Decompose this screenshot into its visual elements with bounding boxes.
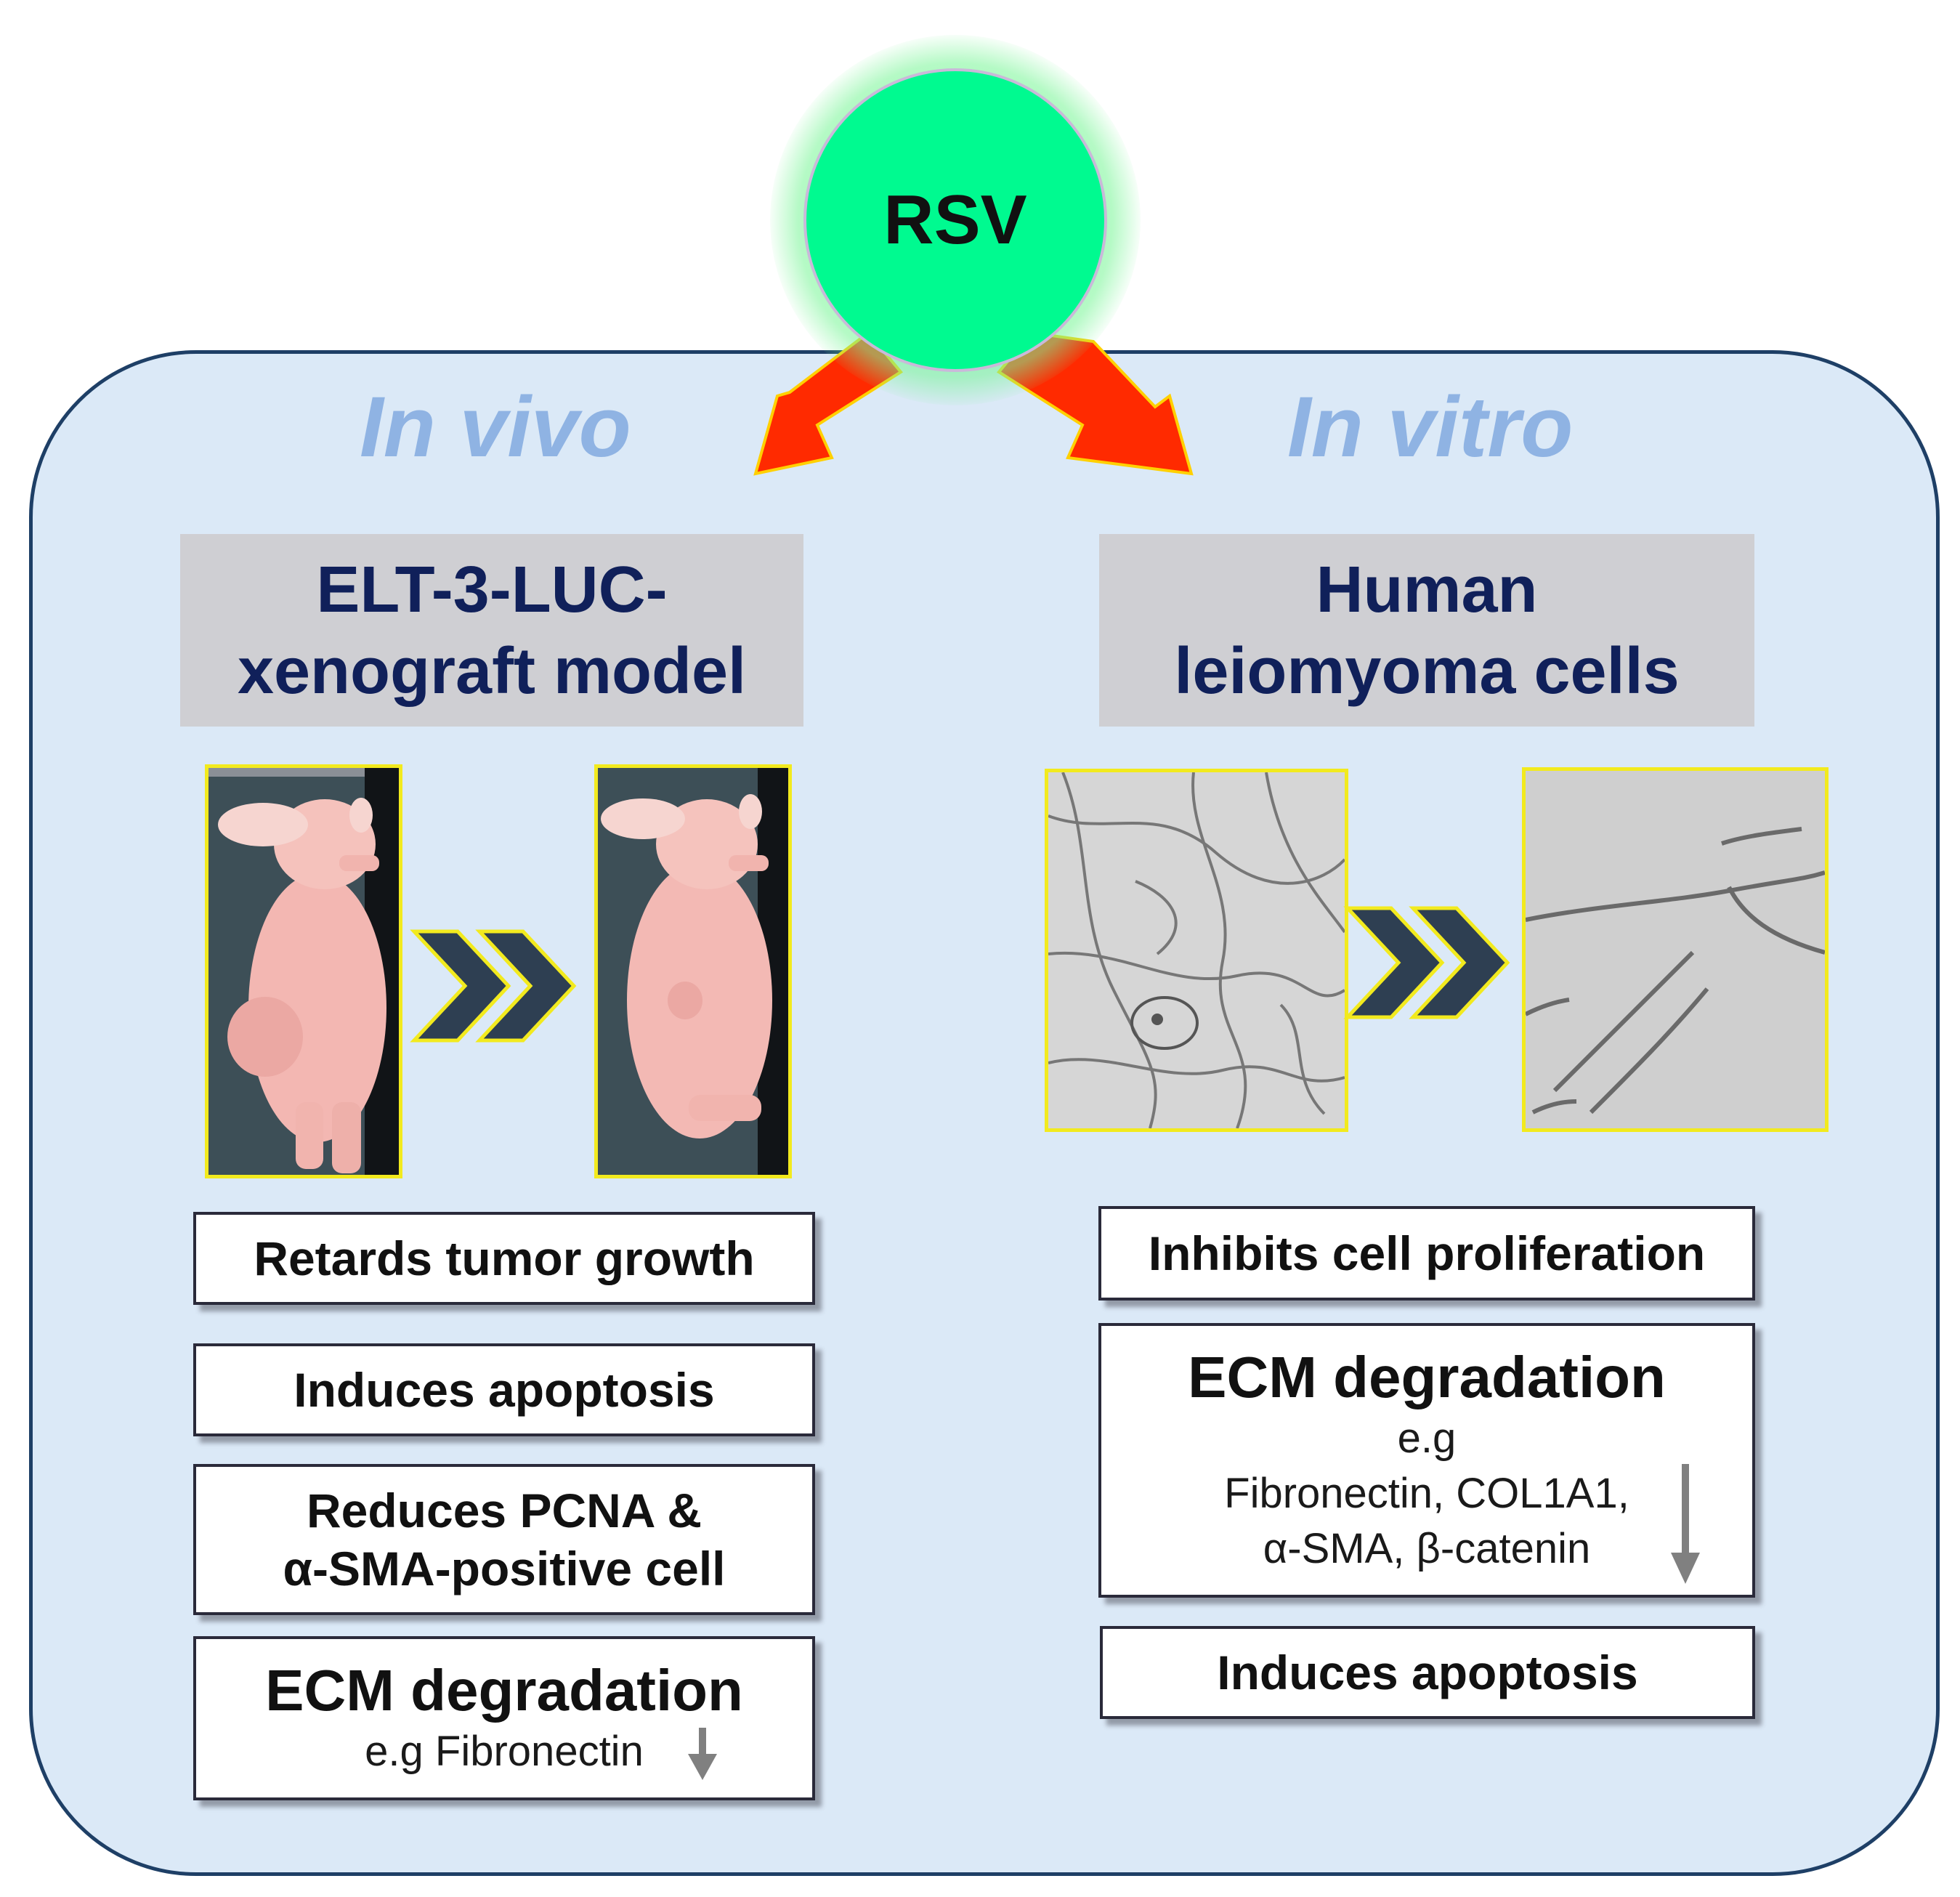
rsv-label: RSV: [883, 181, 1027, 259]
in-vitro-title: In vitro: [1287, 379, 1574, 475]
cells-after-image: [1522, 767, 1829, 1132]
mouse-after-image: [594, 764, 792, 1178]
effect-text: Induces apoptosis: [1217, 1646, 1638, 1699]
decrease-arrow-icon: [1671, 1464, 1700, 1584]
in-vivo-model-line1: ELT-3-LUC-: [316, 553, 668, 626]
in-vivo-transition-chevrons: [410, 929, 577, 1043]
effect-text: Inhibits cell proliferation: [1148, 1226, 1706, 1280]
effect-text: Induces apoptosis: [293, 1363, 715, 1417]
effect-title: ECM degradation: [265, 1658, 743, 1723]
effect-detail-line2: α-SMA, β-catenin: [1263, 1525, 1591, 1572]
mouse-before-image: [205, 764, 402, 1178]
effect-reduces-pcna: Reduces PCNA & α-SMA-positive cell: [193, 1464, 815, 1615]
effect-inhibits-cell-proliferation: Inhibits cell proliferation: [1098, 1206, 1755, 1301]
cells-before-image: [1045, 769, 1348, 1132]
in-vivo-model-line2: xenograft model: [237, 634, 747, 708]
effect-text: Retards tumor growth: [254, 1231, 755, 1285]
effect-text-line2: α-SMA-positive cell: [283, 1542, 726, 1595]
effect-title: ECM degradation: [1188, 1345, 1666, 1409]
effect-text-line1: Reduces PCNA &: [306, 1484, 702, 1537]
in-vivo-title: In vivo: [360, 379, 631, 475]
in-vitro-model-line2: leiomyoma cells: [1174, 634, 1680, 708]
decrease-arrow-icon: [688, 1728, 717, 1780]
effect-in-vivo-ecm-degradation: ECM degradation e.g Fibronectin: [193, 1636, 815, 1800]
rsv-node: RSV: [803, 68, 1107, 372]
effect-detail-line1: Fibronectin, COL1A1,: [1224, 1470, 1629, 1517]
effect-detail: e.g Fibronectin: [365, 1728, 644, 1775]
in-vitro-model-line1: Human: [1316, 553, 1538, 626]
effect-retards-tumor-growth: Retards tumor growth: [193, 1212, 815, 1305]
effect-in-vitro-ecm-degradation: ECM degradation e.g Fibronectin, COL1A1,…: [1098, 1323, 1755, 1598]
in-vivo-model-box: ELT-3-LUC- xenograft model: [180, 534, 803, 727]
effect-eg: e.g: [1397, 1415, 1457, 1462]
effect-in-vivo-induces-apoptosis: Induces apoptosis: [193, 1343, 815, 1436]
in-vitro-transition-chevrons: [1343, 906, 1510, 1019]
in-vitro-model-box: Human leiomyoma cells: [1099, 534, 1754, 727]
effect-in-vitro-induces-apoptosis: Induces apoptosis: [1100, 1626, 1755, 1719]
